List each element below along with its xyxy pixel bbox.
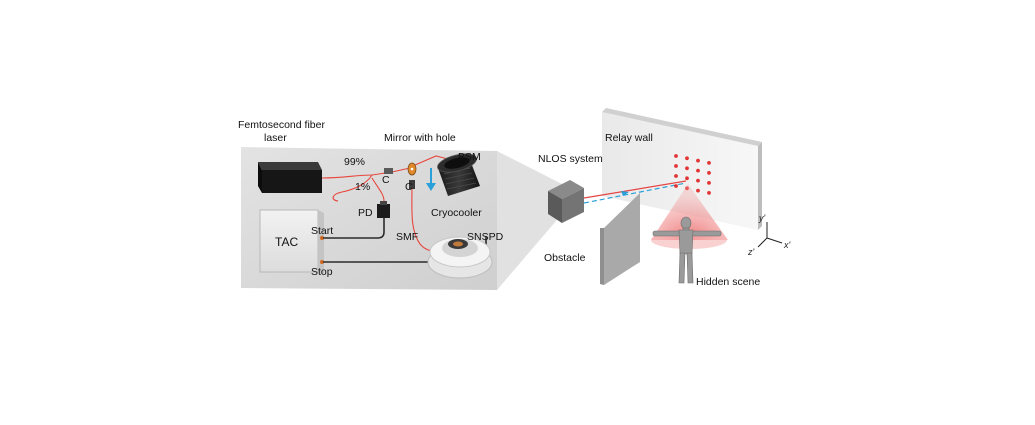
- axis-x-label: x': [783, 240, 791, 250]
- nlos-system-label: NLOS system: [538, 153, 603, 165]
- light-cone: [651, 184, 728, 240]
- return-beam-arrow: [426, 168, 436, 191]
- axis-z-label: z': [747, 247, 755, 257]
- tac-box: [259, 209, 324, 276]
- scan-point: [685, 176, 689, 181]
- hidden-scene-label: Hidden scene: [696, 276, 760, 288]
- smf-label: SMF: [396, 231, 418, 243]
- coupler-c1-label: C: [382, 174, 390, 186]
- nlos-system-box: [548, 180, 584, 223]
- coupler-c1: [384, 168, 393, 174]
- beams-to-wall: [583, 180, 687, 204]
- scan-point: [674, 154, 678, 158]
- axis-y-label: y': [758, 213, 766, 223]
- snspd-label: SNSPD: [467, 231, 504, 243]
- scan-point: [696, 158, 700, 163]
- pd-detector: [377, 201, 390, 218]
- coupler-c2-label: C: [405, 181, 413, 193]
- split-99-label: 99%: [344, 156, 365, 168]
- scan-point: [674, 164, 678, 168]
- start-port-icon: [320, 236, 324, 240]
- scan-point: [696, 168, 700, 173]
- snspd-dewar: [427, 236, 493, 279]
- tac-label: TAC: [275, 235, 298, 249]
- mirror-with-hole-label: Mirror with hole: [384, 132, 456, 144]
- scan-point: [696, 178, 700, 183]
- scan-point: [685, 166, 689, 171]
- coordinate-axes: [757, 222, 783, 248]
- return-arrow-icon: [621, 191, 629, 196]
- scan-point: [707, 171, 711, 175]
- stop-port-icon: [320, 260, 324, 264]
- start-label: Start: [311, 225, 333, 237]
- coupler-c2: [409, 180, 415, 189]
- laser-label-line2: laser: [264, 132, 287, 144]
- split-1-label: 1%: [355, 181, 370, 193]
- scan-point: [696, 188, 700, 193]
- mannequin-figure: [652, 216, 722, 284]
- scan-point: [674, 184, 678, 188]
- obstacle-panel: [600, 193, 640, 285]
- cryocooler-label: Cryocooler: [431, 207, 482, 219]
- laser-label-line1: Femtosecond fiber: [238, 119, 325, 131]
- scan-grid: [674, 154, 711, 195]
- projection-wedge: [497, 151, 562, 290]
- bsm-label: BSM: [458, 151, 481, 163]
- pd-label: PD: [358, 207, 373, 219]
- scan-point: [674, 174, 678, 178]
- cryocooler: [437, 153, 480, 196]
- relay-wall: [602, 108, 762, 230]
- femtosecond-laser: [258, 162, 322, 193]
- relay-wall-label: Relay wall: [605, 132, 653, 144]
- scan-point: [707, 191, 711, 195]
- scan-point: [707, 181, 711, 185]
- scan-point: [707, 161, 711, 165]
- scan-point: [685, 156, 689, 161]
- stop-label: Stop: [311, 266, 333, 278]
- obstacle-label: Obstacle: [544, 252, 586, 264]
- mirror-with-hole: [407, 162, 417, 176]
